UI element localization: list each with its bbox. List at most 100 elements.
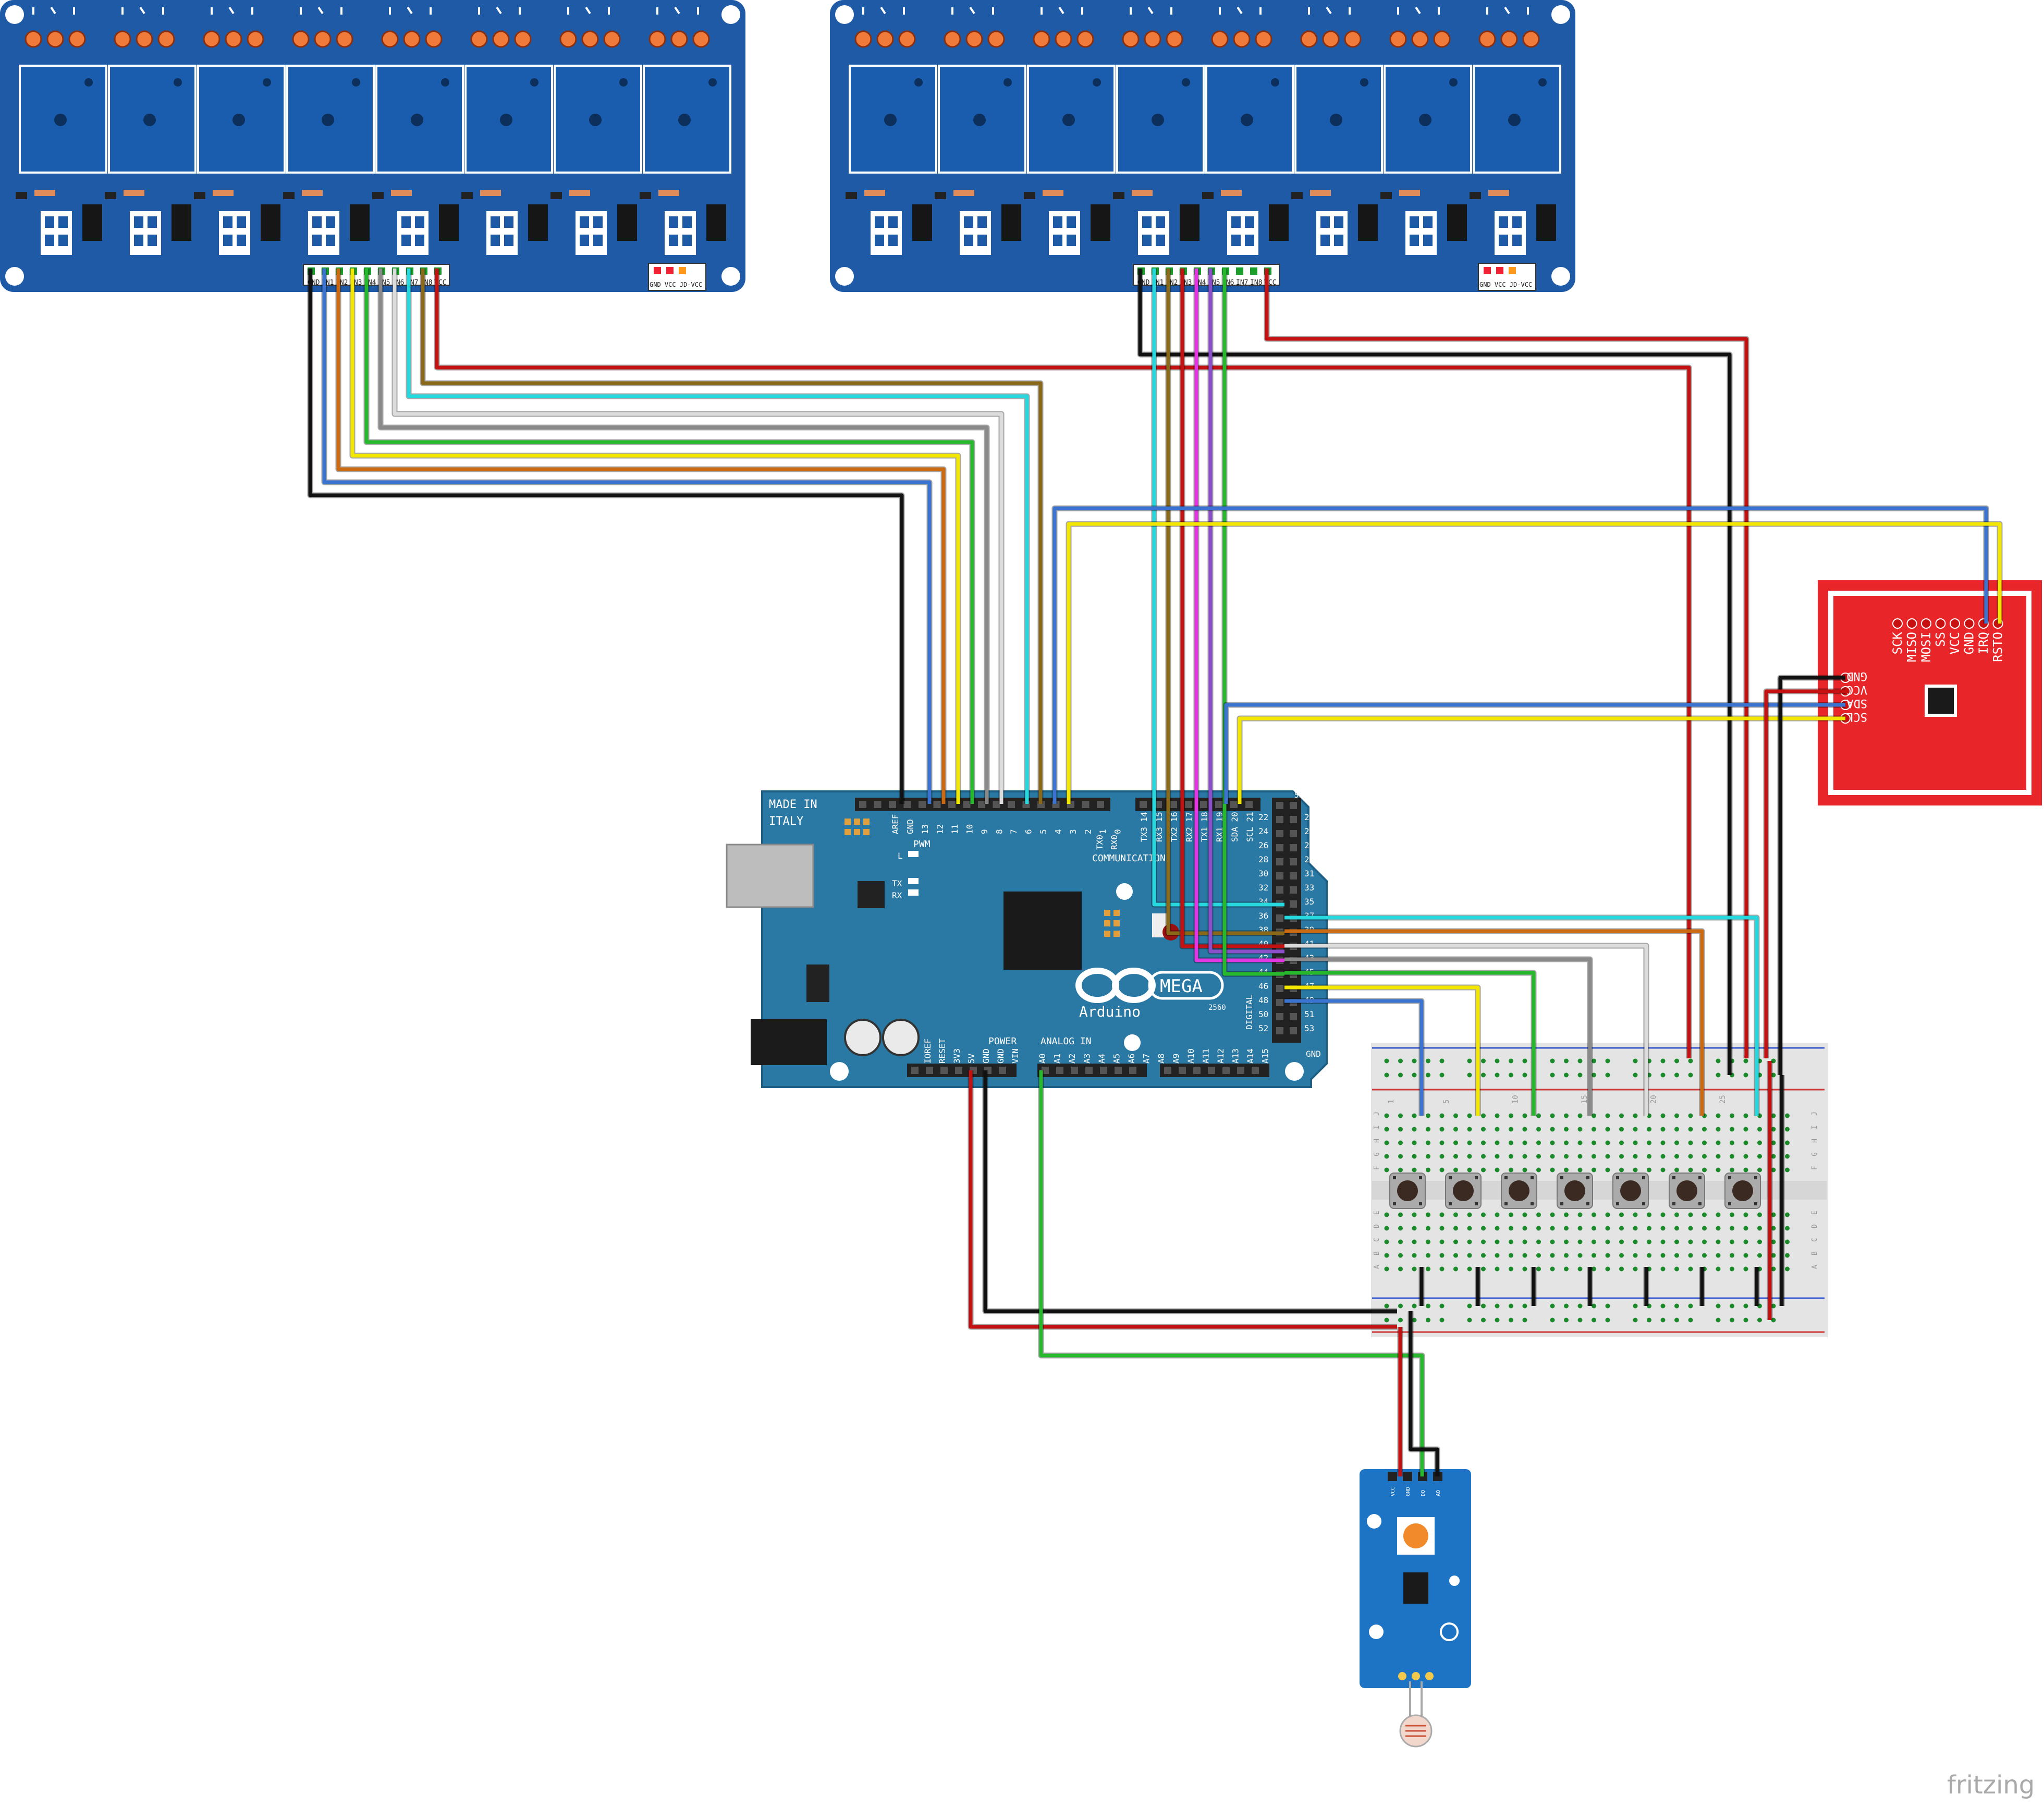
button-leg	[1419, 1202, 1422, 1205]
screw-terminal	[1255, 30, 1272, 48]
breadboard-hole	[1426, 1212, 1430, 1217]
transistor-slot	[580, 235, 589, 246]
row-label: H	[1811, 1139, 1819, 1143]
rail-hole	[1495, 1303, 1500, 1309]
rail-hole	[1398, 1317, 1403, 1323]
row-label: B	[1811, 1251, 1819, 1255]
breadboard-hole	[1577, 1167, 1583, 1173]
wire-outline	[307, 268, 905, 804]
transistor-slot	[312, 216, 322, 228]
push-button-cap	[1453, 1180, 1474, 1201]
rfid-pin-label: VCC	[1948, 632, 1962, 654]
breadboard-hole	[1467, 1140, 1472, 1145]
transistor-slot	[415, 235, 424, 246]
breadboard-hole	[1605, 1154, 1610, 1159]
breadboard-hole	[1550, 1253, 1555, 1258]
rail-hole	[1577, 1058, 1583, 1064]
wire-layer	[307, 268, 2003, 1476]
relay-dot	[589, 114, 602, 126]
power-jack	[751, 1019, 827, 1065]
breadboard-hole	[1564, 1226, 1569, 1231]
breadboard-hole	[1688, 1127, 1693, 1132]
rail-hole	[1577, 1303, 1583, 1309]
optocoupler	[439, 204, 459, 241]
breadboard-hole	[1619, 1253, 1624, 1258]
header-pin-label: IN7	[1236, 279, 1248, 287]
breadboard-hole	[1771, 1167, 1776, 1173]
wire-outline	[982, 1070, 1397, 1314]
wire-relay1-in4	[364, 268, 974, 804]
breadboard-hole	[1743, 1140, 1748, 1145]
button-leg	[1728, 1176, 1731, 1179]
terminal-mark	[478, 6, 521, 15]
breadboard-hole	[1619, 1239, 1624, 1244]
usb-chip	[858, 881, 885, 908]
rail-hole	[1564, 1303, 1569, 1309]
digital-pin-label: 51	[1304, 1009, 1314, 1019]
rail-hole	[1633, 1303, 1638, 1309]
header-socket	[1290, 1027, 1297, 1034]
header-socket	[1208, 1067, 1215, 1074]
rail-hole	[1660, 1072, 1666, 1078]
digital-pin-label: 46	[1258, 981, 1268, 991]
model-sub-text: 2560	[1208, 1004, 1226, 1012]
rfid-side-label: VCC	[1846, 683, 1867, 696]
breadboard-hole	[1743, 1167, 1748, 1173]
transistor-slot	[1142, 235, 1152, 246]
transistor-slot	[1334, 216, 1343, 228]
digital-pin-label: 33	[1304, 883, 1314, 893]
comm-pin-label: TX1 18	[1200, 812, 1209, 842]
transistor-slot	[669, 216, 678, 228]
diode	[16, 192, 27, 199]
rail-hole	[1674, 1303, 1679, 1309]
screw-terminal	[898, 30, 916, 48]
screw-terminal	[68, 30, 86, 48]
header-pin-label: IN8	[1250, 279, 1262, 287]
header-socket	[1193, 1067, 1201, 1074]
header-socket	[1222, 1067, 1230, 1074]
rfid-pin-label: MOSI	[1919, 632, 1933, 662]
breadboard-hole	[1384, 1253, 1389, 1258]
analog-pin-label: A5	[1112, 1054, 1122, 1064]
terminal-mark	[1041, 6, 1083, 15]
rail-hole	[1688, 1072, 1693, 1078]
screw-terminal	[854, 30, 872, 48]
rail-hole	[1688, 1058, 1693, 1064]
digital-pin-label: 23	[1304, 812, 1314, 822]
breadboard-hole	[1743, 1239, 1748, 1244]
breadboard-hole	[1730, 1239, 1734, 1244]
screw-terminal	[581, 30, 599, 48]
breadboard-hole	[1495, 1253, 1500, 1258]
breadboard-hole	[1509, 1239, 1513, 1244]
relay-dot	[500, 114, 512, 126]
rail-hole	[1605, 1303, 1610, 1309]
breadboard-hole	[1481, 1226, 1486, 1231]
breadboard-hole	[1771, 1113, 1776, 1118]
wire-outline	[1038, 1070, 1425, 1476]
breadboard-hole	[1633, 1239, 1638, 1244]
rail-hole	[1467, 1317, 1472, 1323]
header-socket	[1237, 1067, 1244, 1074]
digital-label: DIGITAL	[1244, 995, 1254, 1030]
relay-dot-small	[1360, 78, 1368, 87]
column-label: 15	[1581, 1095, 1589, 1104]
header-socket	[919, 801, 926, 808]
breadboard-hole	[1674, 1212, 1679, 1217]
breadboard-hole	[1522, 1140, 1527, 1145]
header-socket	[859, 801, 866, 808]
ldr-pad	[1425, 1672, 1434, 1680]
breadboard-hole	[1702, 1239, 1707, 1244]
breadboard-hole	[1453, 1127, 1458, 1132]
breadboard-hole	[1771, 1226, 1776, 1231]
breadboard-hole	[1564, 1113, 1569, 1118]
breadboard-hole	[1550, 1239, 1555, 1244]
transistor-slot	[1423, 235, 1433, 246]
screw-terminal	[670, 30, 688, 48]
transistor-slot	[1512, 216, 1522, 228]
breadboard-hole	[1702, 1253, 1707, 1258]
screw-terminal	[425, 30, 443, 48]
analog-pin-label: A0	[1037, 1054, 1047, 1064]
rail-hole	[1509, 1303, 1513, 1309]
